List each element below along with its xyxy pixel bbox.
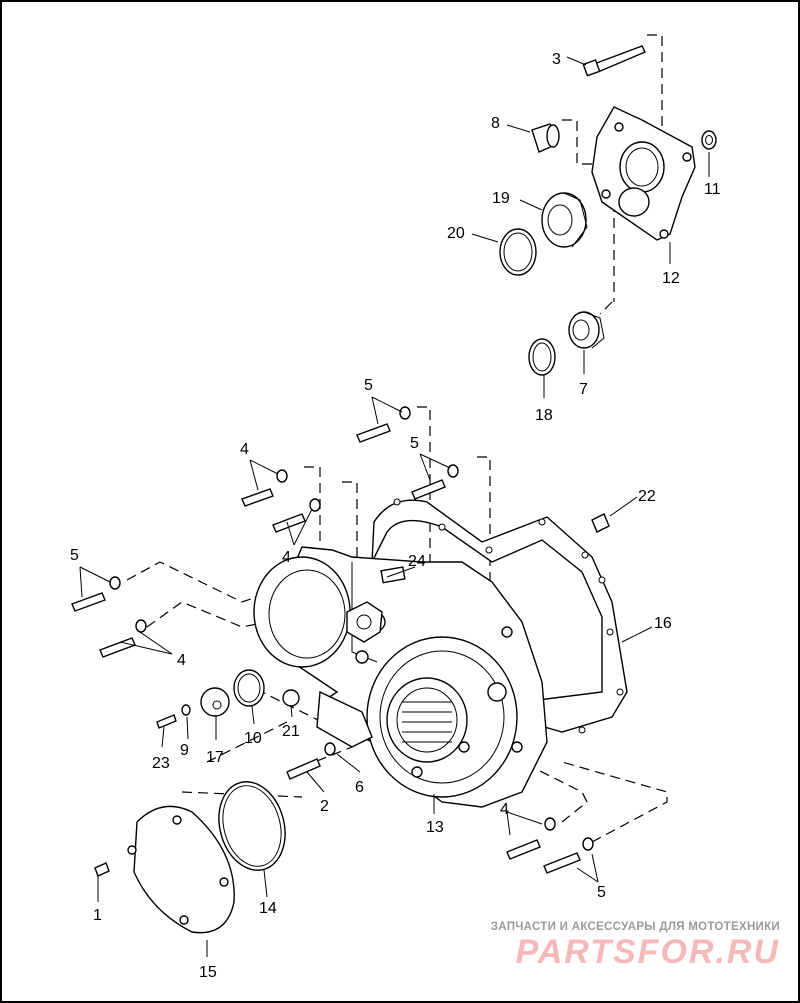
callout-18: 18	[535, 407, 553, 424]
callout-13: 13	[426, 819, 444, 836]
callout-16: 16	[654, 615, 672, 632]
callout-10: 10	[244, 730, 262, 747]
callout-6: 6	[355, 779, 364, 796]
bushing-8	[531, 123, 560, 153]
callout-4-left: 4	[177, 652, 186, 669]
callout-4-mid: 4	[282, 549, 291, 566]
callout-3: 3	[552, 51, 561, 68]
cover-15	[127, 805, 235, 934]
callout-4-upper: 4	[240, 441, 249, 458]
bushing-11	[701, 130, 717, 150]
dowel-22	[591, 513, 610, 533]
callout-14: 14	[259, 900, 277, 917]
o-ring-14	[218, 781, 286, 871]
housing-12	[591, 106, 696, 241]
dowel-21	[282, 689, 300, 707]
callout-22: 22	[638, 488, 656, 505]
callout-17: 17	[206, 749, 224, 766]
gasket-24	[346, 601, 383, 643]
leader-lines	[79, 56, 710, 957]
watermark-brand: PARTSFOR.RU	[515, 933, 780, 971]
bearing-7	[568, 311, 605, 349]
callout-9: 9	[180, 742, 189, 759]
callout-7: 7	[579, 381, 588, 398]
callout-23: 23	[152, 755, 170, 772]
bearing-19	[541, 192, 588, 248]
plug-17	[200, 687, 230, 717]
callout-5-lower: 5	[597, 884, 606, 901]
callout-20: 20	[447, 225, 465, 242]
bolt-3	[582, 45, 646, 77]
callout-15: 15	[199, 964, 217, 981]
callout-2: 2	[320, 798, 329, 815]
retaining-ring-18	[528, 338, 556, 376]
callout-8: 8	[491, 115, 500, 132]
watermark: ЗАПЧАСТИ И АКСЕССУАРЫ ДЛЯ МОТОТЕХНИКИ PA…	[470, 921, 780, 971]
callout-5-top: 5	[364, 377, 373, 394]
callout-numbers: 3 8 11 19 20 12 7 18 5 5 4 4 5 4 24 22 1…	[70, 51, 721, 981]
callout-12: 12	[662, 270, 680, 287]
o-ring-10	[233, 669, 265, 707]
callout-5-left: 5	[70, 547, 79, 564]
callout-24: 24	[408, 553, 426, 570]
callout-1: 1	[93, 907, 102, 924]
bolts-and-washers	[71, 406, 594, 877]
retaining-ring-20	[499, 228, 537, 276]
watermark-subtitle: ЗАПЧАСТИ И АКСЕССУАРЫ ДЛЯ МОТОТЕХНИКИ	[490, 921, 780, 933]
callout-11: 11	[704, 181, 721, 198]
callout-5-upper: 5	[410, 435, 419, 452]
callout-21: 21	[282, 723, 300, 740]
callout-4-lower: 4	[500, 801, 509, 818]
callout-19: 19	[492, 190, 510, 207]
